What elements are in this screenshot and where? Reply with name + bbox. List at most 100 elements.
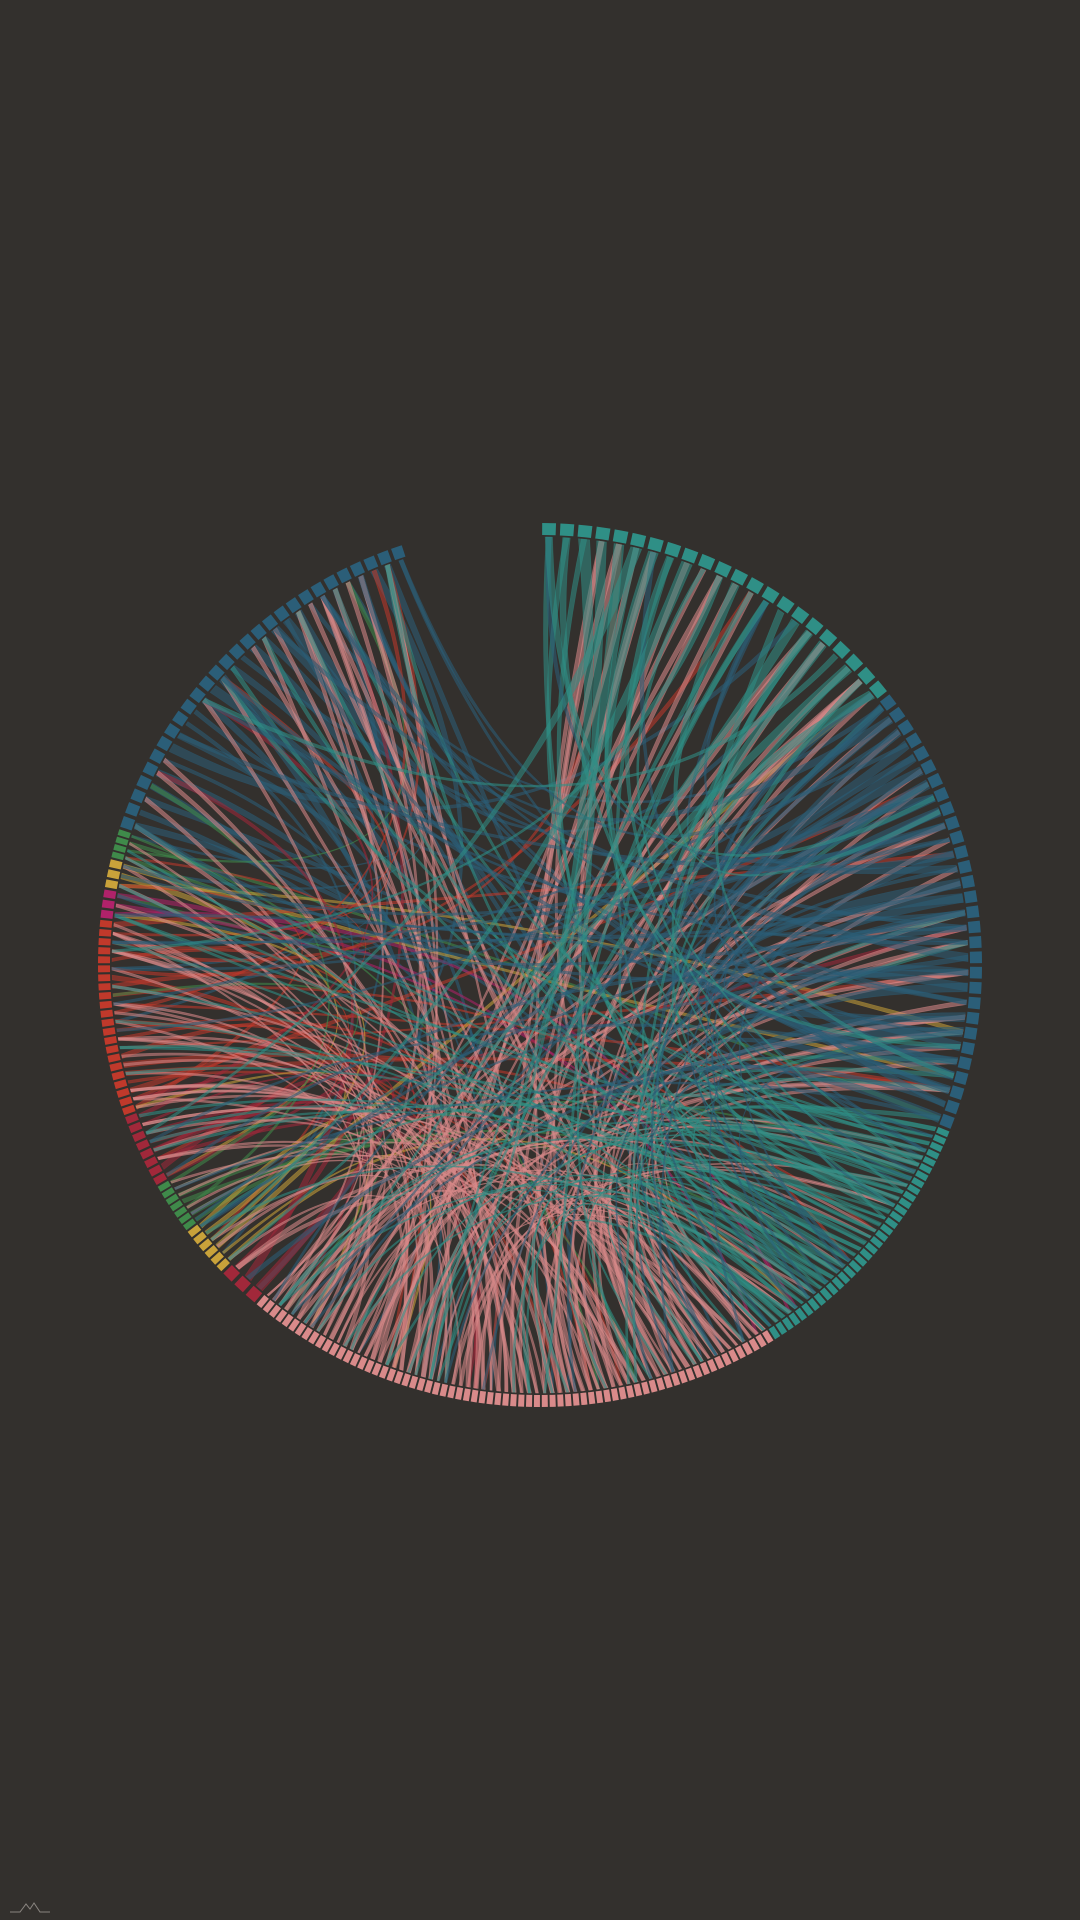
node-arc-teal-bottom-right-7 bbox=[911, 1176, 925, 1189]
node-arc-gold-upper-left-2 bbox=[109, 859, 123, 870]
node-arc-teal-bottom-right-20 bbox=[848, 1259, 862, 1273]
chord-ribbon-steel-blue-top-left-22-0 bbox=[216, 587, 391, 1248]
node-arc-salmon-bottom-26 bbox=[572, 1393, 580, 1406]
node-arc-crimson-lower-left-4 bbox=[135, 1139, 150, 1151]
node-arc-green-lower-left-5 bbox=[161, 1187, 175, 1199]
node-arc-steel-blue-top-left-22 bbox=[323, 574, 339, 591]
node-arc-steel-blue-right-18 bbox=[969, 951, 982, 964]
node-arc-teal-bottom-right-26 bbox=[813, 1292, 827, 1306]
node-arc-salmon-bottom-65 bbox=[281, 1313, 294, 1328]
node-arc-salmon-bottom-50 bbox=[386, 1368, 397, 1382]
chord-ribbon-salmon-bottom-61-0 bbox=[202, 697, 373, 1333]
node-arc-green-upper-left-0 bbox=[111, 851, 125, 861]
node-arc-teal-bottom-right-21 bbox=[843, 1265, 857, 1279]
chord-ribbon-red-left-6-0 bbox=[121, 1021, 593, 1391]
chord-ribbon-crimson-lower-left-0-0 bbox=[132, 1062, 349, 1178]
node-arc-green-lower-left-0 bbox=[182, 1218, 197, 1231]
chord-ribbon-steel-blue-right-6-1 bbox=[199, 779, 931, 1228]
chord-ribbon-teal-bottom-right-32-1 bbox=[350, 1189, 779, 1351]
chord-ribbon-salmon-bottom-69-0 bbox=[266, 547, 640, 1297]
chord-ribbon-steel-blue-right-0-1 bbox=[398, 559, 885, 839]
node-arc-red-left-15 bbox=[98, 974, 111, 982]
node-arc-steel-blue-top-left-7 bbox=[164, 722, 181, 739]
node-arc-crimson-lower-left-0 bbox=[153, 1172, 168, 1185]
node-arc-steel-blue-top-left-17 bbox=[261, 614, 279, 631]
chord-ribbon-teal-bottom-right-27-0 bbox=[204, 1165, 811, 1300]
node-arc-red-left-13 bbox=[98, 991, 112, 1000]
node-arc-salmon-bottom-30 bbox=[541, 1394, 548, 1407]
node-arc-red-left-7 bbox=[105, 1044, 119, 1054]
chord-ribbon-teal-bottom-right-5-1 bbox=[716, 910, 966, 1167]
node-arc-teal-top-10 bbox=[714, 560, 732, 578]
chord-ribbon-teal-bottom-right-10-1 bbox=[635, 1144, 900, 1356]
node-arc-salmon-bottom-6 bbox=[721, 1352, 732, 1366]
node-arc-red-left-18 bbox=[98, 947, 111, 955]
chord-ribbon-teal-bottom-right-23-0 bbox=[692, 1029, 964, 1280]
node-arc-magenta-left-0 bbox=[100, 909, 114, 919]
node-arc-green-lower-left-2 bbox=[174, 1206, 188, 1218]
node-arc-teal-bottom-right-0 bbox=[936, 1126, 950, 1138]
node-arc-teal-bottom-right-23 bbox=[831, 1276, 845, 1290]
chord-ribbon-steel-blue-top-left-24-0 bbox=[357, 574, 951, 1093]
chord-ribbon-steel-blue-right-25-1 bbox=[149, 1023, 958, 1144]
node-arc-steel-blue-top-left-3 bbox=[136, 774, 152, 790]
chord-ribbon-salmon-bottom-65-0 bbox=[290, 1014, 966, 1316]
node-arc-teal-bottom-right-1 bbox=[932, 1134, 947, 1145]
node-arc-steel-blue-right-0 bbox=[879, 694, 897, 711]
node-arc-salmon-bottom-57 bbox=[335, 1346, 347, 1360]
chord-ribbon-teal-bottom-right-19-1 bbox=[145, 1104, 857, 1257]
node-arc-steel-blue-top-left-14 bbox=[228, 643, 246, 660]
chord-ribbons bbox=[111, 536, 969, 1394]
chord-ribbon-teal-top-7-0 bbox=[624, 555, 904, 1194]
node-arc-steel-blue-top-left-25 bbox=[363, 555, 379, 571]
chord-ribbon-teal-bottom-right-13-0 bbox=[512, 1176, 887, 1393]
node-arc-teal-bottom-right-5 bbox=[918, 1163, 933, 1175]
chord-ribbon-teal-bottom-right-21-0 bbox=[112, 984, 846, 1268]
chord-ribbon-salmon-bottom-57-1 bbox=[343, 823, 946, 1347]
chord-ribbon-salmon-bottom-61-1 bbox=[128, 841, 387, 1332]
chord-ribbon-teal-bottom-right-33-1 bbox=[641, 630, 812, 1328]
node-arc-steel-blue-right-17 bbox=[969, 936, 982, 949]
node-arc-steel-blue-right-2 bbox=[897, 719, 914, 736]
node-arc-salmon-bottom-36 bbox=[494, 1392, 502, 1406]
node-arc-red-left-5 bbox=[109, 1062, 123, 1072]
chord-ribbon-teal-top-18-0 bbox=[202, 653, 839, 788]
node-arc-salmon-bottom-60 bbox=[314, 1335, 327, 1349]
node-arc-salmon-bottom-17 bbox=[641, 1381, 650, 1395]
node-arc-steel-blue-right-1 bbox=[888, 706, 906, 724]
node-arc-teal-top-20 bbox=[857, 666, 876, 685]
node-arc-teal-bottom-right-28 bbox=[801, 1302, 814, 1317]
chord-ribbon-teal-top-6-0 bbox=[604, 550, 961, 1050]
chord-ribbon-green-lower-left-2-0 bbox=[150, 783, 330, 1210]
chord-ribbon-teal-bottom-right-29-1 bbox=[655, 781, 930, 1310]
node-arc-crimson-bottom-left-1 bbox=[234, 1275, 251, 1293]
node-arc-steel-blue-top-left-20 bbox=[297, 589, 314, 606]
node-arc-steel-blue-top-left-5 bbox=[149, 748, 166, 764]
node-arc-steel-blue-top-left-21 bbox=[310, 581, 327, 598]
node-arc-salmon-bottom-44 bbox=[431, 1381, 441, 1396]
node-arc-crimson-bottom-left-0 bbox=[245, 1285, 263, 1303]
node-arc-red-left-4 bbox=[111, 1070, 125, 1081]
node-arc-salmon-bottom-46 bbox=[416, 1377, 426, 1392]
node-arc-teal-top-3 bbox=[595, 526, 611, 541]
node-arc-steel-blue-right-21 bbox=[967, 996, 981, 1010]
node-arc-teal-bottom-right-32 bbox=[775, 1321, 788, 1335]
node-arc-salmon-bottom-28 bbox=[557, 1394, 564, 1407]
chord-ribbon-salmon-bottom-58-0 bbox=[336, 1083, 951, 1344]
node-arc-red-left-19 bbox=[98, 938, 111, 946]
node-arc-crimson-lower-left-3 bbox=[139, 1147, 154, 1160]
node-arc-steel-blue-right-13 bbox=[960, 874, 975, 889]
node-arc-teal-top-2 bbox=[577, 524, 593, 539]
chord-ribbon-teal-top-14-0 bbox=[625, 608, 785, 1385]
node-arc-crimson-lower-left-2 bbox=[144, 1156, 159, 1169]
node-arc-salmon-bottom-14 bbox=[663, 1375, 673, 1389]
node-arc-salmon-bottom-39 bbox=[470, 1389, 479, 1403]
node-arc-red-left-10 bbox=[101, 1018, 115, 1027]
chord-ribbon-steel-blue-right-17-1 bbox=[687, 935, 968, 1285]
node-arc-gold-lower-left-4 bbox=[193, 1231, 207, 1245]
chord-ribbon-teal-top-4-0 bbox=[436, 543, 625, 1382]
node-arc-teal-top-15 bbox=[791, 606, 810, 625]
node-arc-salmon-bottom-9 bbox=[699, 1361, 710, 1376]
node-arc-steel-blue-top-left-8 bbox=[172, 710, 189, 727]
node-arc-gold-upper-left-0 bbox=[104, 879, 119, 890]
